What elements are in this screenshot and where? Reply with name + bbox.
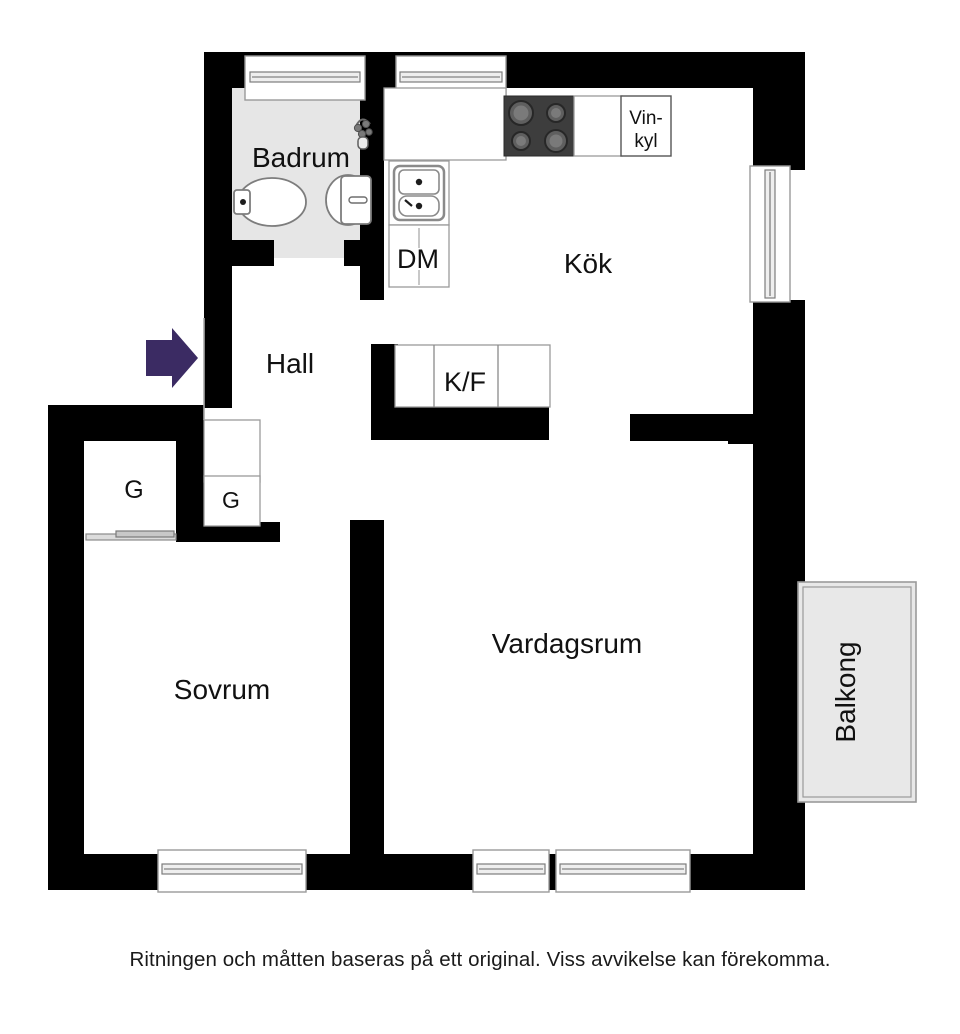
toilet-icon xyxy=(233,177,307,227)
wall-left xyxy=(48,405,84,890)
window-right-kitchen xyxy=(749,165,791,303)
wall-closet-bottom xyxy=(176,522,280,542)
sovrum-closet-sliding-door xyxy=(85,530,177,541)
window-top-left xyxy=(244,55,366,101)
room-label-badrum: Badrum xyxy=(252,142,350,173)
appliance-label-kf: K/F xyxy=(444,367,486,397)
shower-icon xyxy=(353,118,373,150)
closet-label-sovrum: G xyxy=(124,476,143,504)
wall-bathroom-bottom-left xyxy=(204,240,274,266)
closets xyxy=(203,318,261,527)
closet-labels: G G xyxy=(124,476,240,513)
kitchen-sink xyxy=(388,160,450,226)
room-label-sovrum: Sovrum xyxy=(174,674,270,705)
room-label-vardagsrum: Vardagsrum xyxy=(492,628,642,659)
bathroom-floor xyxy=(232,88,382,258)
room-labels: Badrum Kök Hall Sovrum Vardagsrum Balkon… xyxy=(174,142,861,743)
room-label-kok: Kök xyxy=(564,248,613,279)
disclaimer-caption: Ritningen och måtten baseras på ett orig… xyxy=(129,948,831,971)
window-bottom-1 xyxy=(157,849,307,893)
appliance-label-vinkyl-line2: kyl xyxy=(634,131,657,152)
dishwasher xyxy=(388,224,450,288)
closet-hall-g-box xyxy=(203,475,261,527)
vinkyl-cabinet xyxy=(620,95,672,157)
wall-bedroom-top xyxy=(48,405,204,441)
kf-unit xyxy=(394,344,551,408)
wall-kf-bottom xyxy=(371,406,549,440)
bathroom-fixtures xyxy=(233,118,373,227)
wall-bedroom-livingroom-divider xyxy=(350,520,384,890)
closet-hall-outline xyxy=(203,419,261,483)
kitchen-counter-segment xyxy=(573,95,623,157)
wall-right-lower xyxy=(753,435,805,890)
balcony xyxy=(797,581,917,803)
wall-kitchen-right-inner xyxy=(728,414,755,444)
entrance-arrow xyxy=(146,328,198,388)
appliance-label-dm: DM xyxy=(397,244,439,274)
stove xyxy=(503,95,575,157)
appliance-labels: Vin- kyl DM K/F xyxy=(397,108,663,397)
wall-divider-nub xyxy=(350,520,384,542)
room-label-hall: Hall xyxy=(266,348,314,379)
wall-hall-left xyxy=(204,288,232,408)
window-bottom-3 xyxy=(555,849,691,893)
closet-label-hall: G xyxy=(222,487,240,513)
wall-right-upper xyxy=(753,88,805,170)
wall-right-mid xyxy=(753,300,805,435)
window-bottom-2 xyxy=(472,849,550,893)
wall-top-pier xyxy=(366,52,400,92)
kitchen-counter-top xyxy=(383,87,507,161)
washbasin-icon xyxy=(325,174,372,226)
room-label-balkong: Balkong xyxy=(830,641,861,742)
appliance-label-vinkyl-line1: Vin- xyxy=(629,108,662,129)
